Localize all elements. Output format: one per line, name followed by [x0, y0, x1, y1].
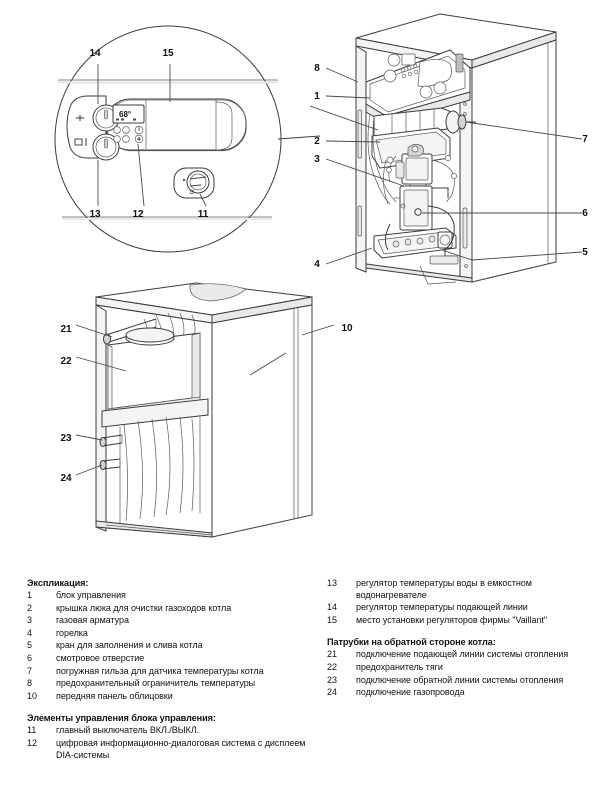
legend-text: смотровое отверстие	[56, 652, 145, 663]
dia-system-display-group: 68°	[112, 104, 145, 144]
legend-number: 8	[27, 678, 33, 689]
rear-cabinet-left-edge	[95, 304, 107, 532]
lcd-value: 68°	[119, 110, 131, 119]
dia-buttons[interactable]	[113, 125, 144, 144]
control-panel-unit	[365, 49, 471, 125]
legend-number: 6	[27, 652, 33, 663]
detail-leader-lines	[97, 64, 207, 207]
inspection-hole	[414, 208, 422, 216]
legend-row: 15 место установки регуляторов фирмы "Va…	[327, 615, 599, 627]
insulation-texture-lower	[119, 416, 201, 523]
cabinet-base	[365, 263, 473, 283]
legend-text: подключение обратной линии системы отопл…	[356, 674, 564, 685]
legend-text: передняя панель облицовки	[56, 690, 173, 701]
legend-row: 7 погружная гильза для датчика температу…	[27, 666, 317, 678]
rear-cabinet-top	[95, 282, 313, 324]
left-pipe	[384, 223, 391, 251]
legend-row: 5 кран для заполнения и слива котла	[27, 640, 317, 652]
burner-block	[394, 185, 433, 231]
internal-shelf	[101, 398, 209, 428]
legend-text: место установки регуляторов фирмы "Vaill…	[356, 614, 548, 625]
legend-text: крышка люка для очистки газоходов котла	[56, 602, 232, 613]
legend-row: 2 крышка люка для очистки газоходов котл…	[27, 603, 317, 615]
legend-row: 11 главный выключатель ВКЛ./ВЫКЛ.	[27, 725, 317, 737]
cabinet-left-frame	[355, 45, 367, 273]
legend-row: 3 газовая арматура	[27, 615, 317, 627]
legend-row: 24 подключение газопровода	[327, 687, 599, 699]
legend-number: 13	[327, 578, 338, 588]
control-panel-detail-figure: 68°	[54, 25, 320, 253]
legend-number: 10	[27, 690, 38, 701]
boiler-front-open-figure	[310, 13, 583, 285]
legend-number: 2	[27, 602, 33, 613]
main-power-switch[interactable]	[173, 167, 215, 199]
legend-text: цифровая информационно-диалоговая систем…	[56, 737, 306, 760]
gas-connection-pipe[interactable]	[99, 458, 121, 470]
return-pipe	[427, 205, 455, 251]
legend-number: 7	[27, 665, 33, 676]
legend-text: блок управления	[56, 590, 126, 600]
legend-text: регулятор температуры воды в емкостном в…	[356, 578, 532, 600]
fascia-bands	[58, 79, 278, 220]
legend-row: 21 подключение подающей линии системы от…	[327, 649, 599, 661]
legend-number: 15	[327, 614, 338, 625]
legend-text: регулятор температуры подающей линии	[356, 602, 528, 613]
legend-row: 4 горелка	[27, 628, 317, 640]
legend-block: Экспликация: 1 блок управления 2 крышка …	[0, 578, 609, 800]
legend-text: предохранительный ограничитель температу…	[56, 678, 256, 689]
legend-heading-rear-connections: Патрубки на обратной стороне котла:	[327, 637, 496, 648]
boiler-open-leaders-left	[310, 67, 405, 265]
gas-valve-assembly	[395, 144, 449, 198]
legend-text: подключение подающей линии системы отопл…	[356, 649, 569, 660]
legend-number: 1	[27, 590, 33, 600]
legend-row: 1 блок управления	[27, 590, 317, 602]
boiler-rear-leaders	[75, 324, 335, 476]
legend-number: 21	[327, 649, 338, 660]
panel-button-grid	[400, 63, 419, 79]
legend-number: 5	[27, 640, 33, 651]
return-connection-pipe[interactable]	[99, 434, 123, 447]
wiring-harness	[367, 113, 457, 205]
legend-row: 22 предохранитель тяги	[327, 662, 599, 674]
legend-row: 8 предохранительный ограничитель темпера…	[27, 678, 317, 690]
legend-number: 12	[27, 737, 38, 748]
front-casing-panel	[211, 304, 313, 538]
legend-number: 24	[327, 687, 338, 698]
legend-row: 6 смотровое отверстие	[27, 653, 317, 665]
cabinet-right-side	[471, 39, 557, 283]
legend-text: главный выключатель ВКЛ./ВЫКЛ.	[56, 725, 200, 736]
legend-text: горелка	[56, 627, 88, 638]
legend-heading-explication: Экспликация:	[27, 578, 89, 588]
legend-row: 23 подключение обратной линии системы от…	[327, 675, 599, 687]
legend-row: 10 передняя панель облицовки	[27, 691, 317, 703]
legend-column-left: Экспликация: 1 блок управления 2 крышка …	[27, 578, 317, 762]
knob-cluster	[66, 95, 120, 161]
boiler-rear-figure	[75, 282, 335, 538]
filling-drain-tap	[429, 231, 459, 265]
legend-column-right: 13 регулятор температуры воды в емкостно…	[327, 578, 599, 700]
legend-number: 11	[27, 725, 37, 736]
legend-number: 23	[327, 674, 338, 685]
legend-number: 4	[27, 627, 33, 638]
legend-text: погружная гильза для датчика температуры…	[56, 665, 264, 676]
legend-text: газовая арматура	[56, 615, 129, 626]
legend-number: 22	[327, 661, 338, 672]
legend-row: 13 регулятор температуры воды в емкостно…	[327, 578, 599, 601]
knob-scale-icons	[74, 115, 87, 146]
legend-number: 3	[27, 615, 33, 626]
legend-row: 14 регулятор температуры подающей линии	[327, 602, 599, 614]
rear-cabinet-base	[95, 520, 213, 538]
lcd-display	[112, 104, 145, 124]
legend-row: 12 цифровая информационно-диалоговая сис…	[27, 738, 317, 761]
legend-text: подключение газопровода	[356, 687, 465, 698]
immersion-sleeve	[457, 114, 467, 130]
boiler-open-leaders-right	[422, 121, 583, 261]
detail-connector-line	[277, 135, 320, 140]
dhw-temperature-knob[interactable]	[92, 133, 120, 161]
legend-heading-controls: Элементы управления блока управления:	[27, 713, 216, 724]
legend-text: кран для заполнения и слива котла	[56, 640, 203, 651]
legend-text: предохранитель тяги	[356, 661, 443, 672]
legend-number: 14	[327, 602, 338, 613]
lower-manifold	[373, 227, 457, 259]
